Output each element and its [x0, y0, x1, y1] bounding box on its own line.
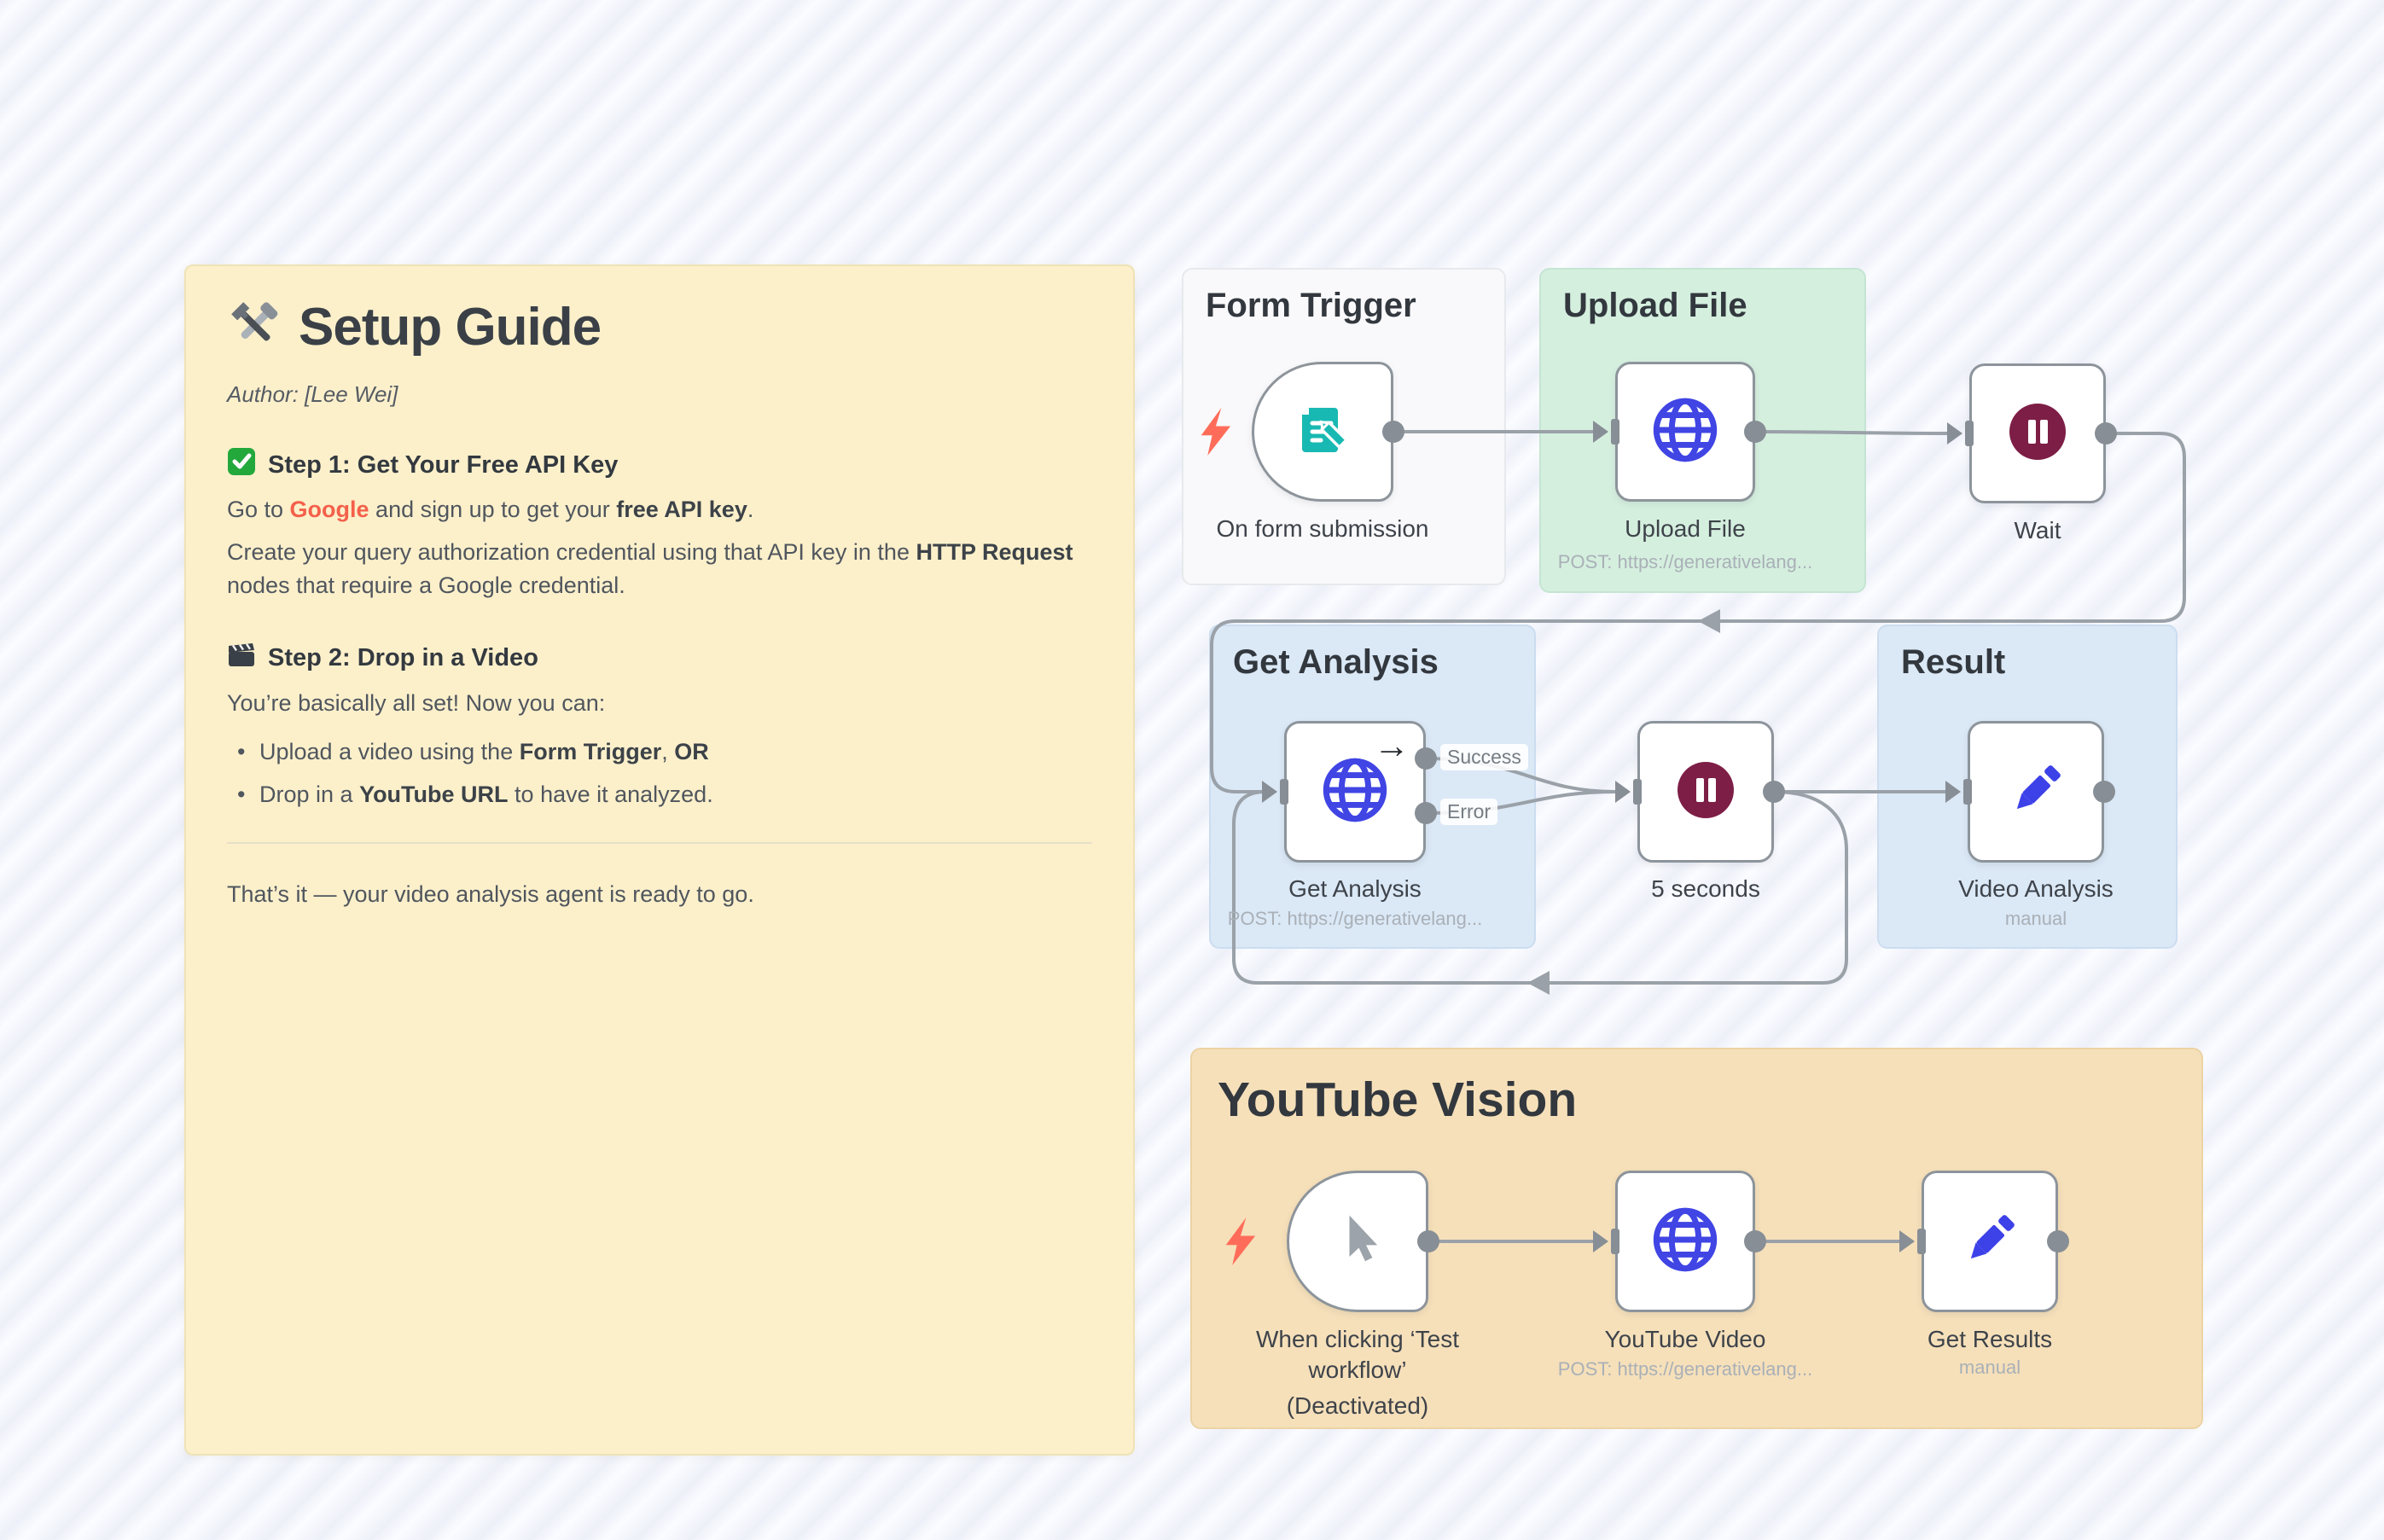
output-port-wait[interactable]	[2095, 422, 2117, 445]
cursor-icon	[1324, 1206, 1391, 1277]
section-title: Get Analysis	[1233, 643, 1439, 681]
node-sublabel-get-analysis: POST: https://generativelang...	[1227, 908, 1483, 929]
hammer-wrench-icon	[227, 298, 282, 357]
globe-icon	[1648, 393, 1722, 471]
input-port-get-results[interactable]	[1899, 1229, 1926, 1254]
section-title: Upload File	[1563, 287, 1747, 324]
lightning-bolt-icon	[1200, 408, 1234, 460]
globe-icon	[1648, 1203, 1722, 1281]
node-sublabel-get-results: manual	[1958, 1357, 2021, 1378]
divider	[227, 841, 1092, 844]
arrow-right-icon: →	[1374, 725, 1410, 765]
node-youtube-video[interactable]	[1615, 1171, 1755, 1312]
node-label-wait: Wait	[2014, 517, 2061, 543]
connection-5-seconds-loop-to-get-analysis[interactable]	[1232, 790, 1848, 985]
output-label-success: Success	[1440, 744, 1528, 770]
output-port-on-form-submission[interactable]	[1382, 421, 1404, 443]
step2-intro: You’re basically all set! Now you can:	[227, 689, 606, 716]
node-upload-file[interactable]	[1615, 362, 1755, 502]
output-port-5-seconds[interactable]	[1763, 781, 1785, 803]
node-sublabel-upload-file: POST: https://generativelang...	[1557, 551, 1813, 572]
list-item: Upload a video using the Form Trigger, O…	[227, 736, 1092, 769]
green-check-icon	[227, 447, 256, 483]
output-label-error: Error	[1440, 799, 1498, 825]
step2-heading: Step 2: Drop in a Video	[268, 644, 538, 672]
output-port-get-results[interactable]	[2047, 1230, 2069, 1252]
node-label-upload-file: Upload File	[1625, 515, 1746, 542]
pause-icon	[1672, 757, 1739, 828]
node-label-5-seconds: 5 seconds	[1651, 875, 1760, 902]
list-item: Drop in a YouTube URL to have it analyze…	[227, 779, 1092, 811]
output-port-get-analysis-error[interactable]	[1415, 802, 1437, 824]
section-title: YouTube Vision	[1218, 1072, 1578, 1127]
node-when-clicking-test-workflow[interactable]	[1287, 1171, 1428, 1312]
step2-list: Upload a video using the Form Trigger, O…	[227, 736, 1092, 811]
step1-paragraph-2: Create your query authorization credenti…	[227, 539, 1073, 598]
pencil-icon	[1956, 1206, 2024, 1278]
node-video-analysis[interactable]	[1968, 721, 2104, 863]
node-get-results[interactable]	[1922, 1171, 2058, 1312]
output-port-click-trigger[interactable]	[1417, 1230, 1439, 1252]
node-label-youtube-video: YouTube Video	[1604, 1326, 1766, 1352]
node-label-get-results: Get Results	[1927, 1326, 2053, 1352]
node-sublabel-video-analysis: manual	[2004, 908, 2067, 929]
section-title: Result	[1901, 643, 2006, 681]
node-5-seconds[interactable]	[1637, 721, 1774, 863]
output-port-get-analysis-success[interactable]	[1415, 747, 1437, 770]
sticky-note-setup-guide[interactable]: Setup Guide Author: [Lee Wei] Step 1: Ge…	[184, 264, 1135, 1456]
lightning-bolt-icon	[1224, 1217, 1259, 1270]
step1-paragraph-1: Go to Google and sign up to get your fre…	[227, 497, 754, 522]
step1-heading: Step 1: Get Your Free API Key	[268, 450, 619, 479]
section-title: Form Trigger	[1206, 287, 1416, 324]
node-label-on-form-submission: On form submission	[1216, 515, 1429, 542]
input-port-video-analysis[interactable]	[1945, 779, 1972, 805]
node-wait[interactable]	[1969, 363, 2106, 503]
sticky-title: Setup Guide	[299, 298, 602, 357]
node-label-click-trigger: When clicking ‘Test workflow’	[1255, 1326, 1460, 1384]
clapperboard-icon	[227, 641, 256, 677]
step2-heading-row: Step 2: Drop in a Video	[227, 641, 1092, 677]
node-on-form-submission[interactable]	[1252, 362, 1393, 502]
step1-heading-row: Step 1: Get Your Free API Key	[227, 447, 1092, 483]
input-port-youtube-video[interactable]	[1593, 1229, 1619, 1254]
section-panel-get-analysis[interactable]: Get Analysis	[1209, 625, 1536, 949]
connection-upload-file-to-wait[interactable]	[1754, 430, 1948, 435]
sticky-author: Author: [Lee Wei]	[227, 381, 398, 407]
node-sublabel-youtube-video: POST: https://generativelang...	[1557, 1358, 1813, 1380]
form-document-pencil-icon	[1287, 394, 1358, 470]
google-link[interactable]: Google	[289, 497, 369, 522]
globe-icon	[1318, 753, 1392, 831]
node-get-analysis[interactable]: →	[1284, 721, 1426, 863]
pencil-icon	[2002, 756, 2070, 828]
output-port-youtube-video[interactable]	[1744, 1230, 1766, 1252]
pause-icon	[2004, 398, 2071, 469]
output-port-upload-file[interactable]	[1744, 421, 1766, 443]
input-port-get-analysis[interactable]	[1262, 779, 1288, 805]
sticky-title-row: Setup Guide	[227, 297, 1092, 357]
node-label-click-trigger-deactivated: (Deactivated)	[1286, 1392, 1429, 1419]
input-port-upload-file[interactable]	[1593, 419, 1619, 445]
node-label-get-analysis: Get Analysis	[1288, 875, 1422, 902]
sticky-outro: That’s it — your video analysis agent is…	[227, 880, 754, 907]
input-port-wait[interactable]	[1947, 421, 1974, 446]
input-port-5-seconds[interactable]	[1615, 779, 1642, 805]
output-port-video-analysis[interactable]	[2093, 781, 2115, 803]
node-label-video-analysis: Video Analysis	[1958, 875, 2114, 902]
